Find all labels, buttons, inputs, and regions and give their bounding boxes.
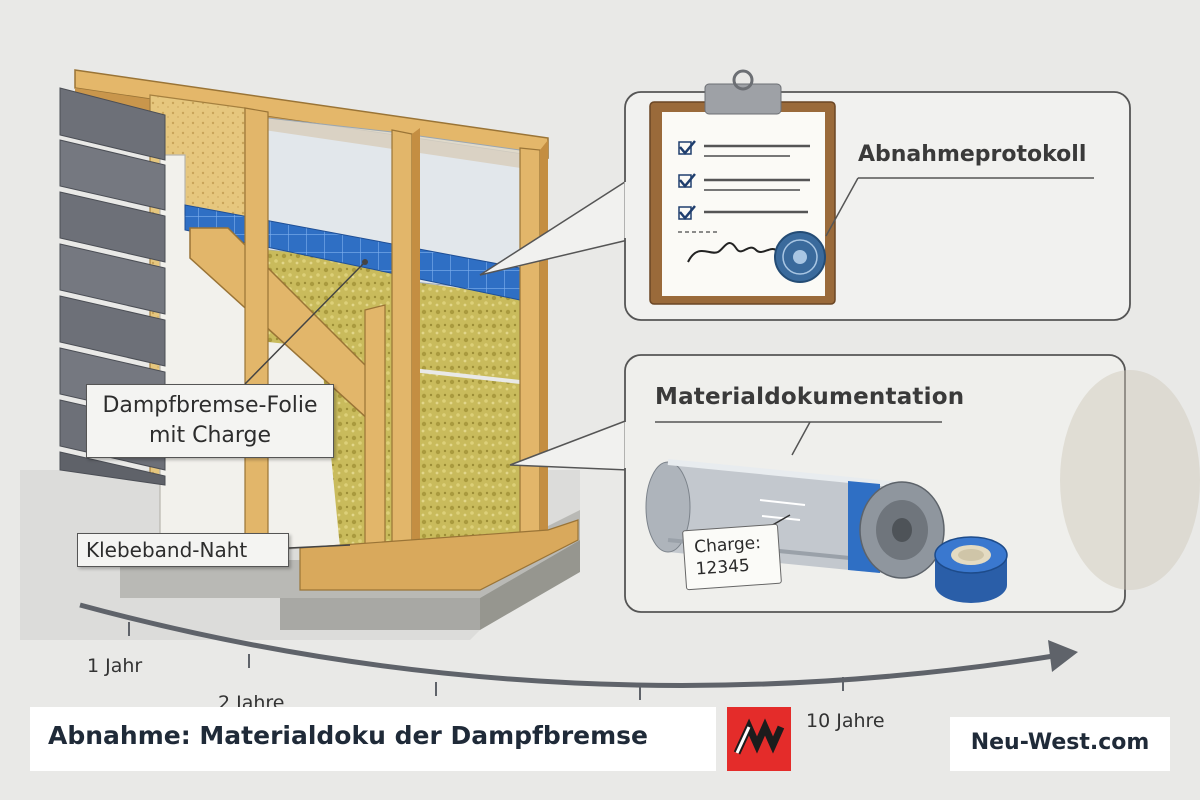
foil-label: Dampfbremse-Folie mit Charge <box>86 384 334 458</box>
brand-logo <box>727 707 791 771</box>
foil-label-line2: mit Charge <box>87 421 333 451</box>
concrete-slab-front <box>280 598 480 630</box>
site-name: Neu-West.com <box>950 730 1170 755</box>
protocol-title: Abnahmeprotokoll <box>858 142 1086 167</box>
material-doc-title: Materialdokumentation <box>655 384 964 410</box>
charge-tag-line2: 12345 <box>695 553 780 581</box>
clipboard-icon <box>650 71 835 304</box>
stud-middle-side <box>412 128 420 560</box>
tape-roll-icon <box>935 537 1007 603</box>
stud-right-side <box>540 140 548 540</box>
timeline-arrowhead <box>1048 640 1078 672</box>
foil-leader-dot <box>362 259 368 265</box>
year-1-label: 1 Jahr <box>87 655 142 677</box>
charge-tag: Charge: 12345 <box>682 524 782 591</box>
wall-stain <box>1060 370 1200 590</box>
page-title: Abnahme: Materialdoku der Dampfbremse <box>48 721 648 750</box>
foil-label-line1: Dampfbremse-Folie <box>87 391 333 421</box>
stud-front <box>365 305 385 565</box>
tape-seam-label: Klebeband-Naht <box>77 533 289 567</box>
stud-middle <box>392 130 412 562</box>
stud-left <box>245 108 268 548</box>
insulation-lower-right <box>412 372 520 548</box>
nw-logo-icon <box>727 707 791 771</box>
year-10-label: 10 Jahre <box>806 710 885 732</box>
stud-right <box>520 148 540 545</box>
